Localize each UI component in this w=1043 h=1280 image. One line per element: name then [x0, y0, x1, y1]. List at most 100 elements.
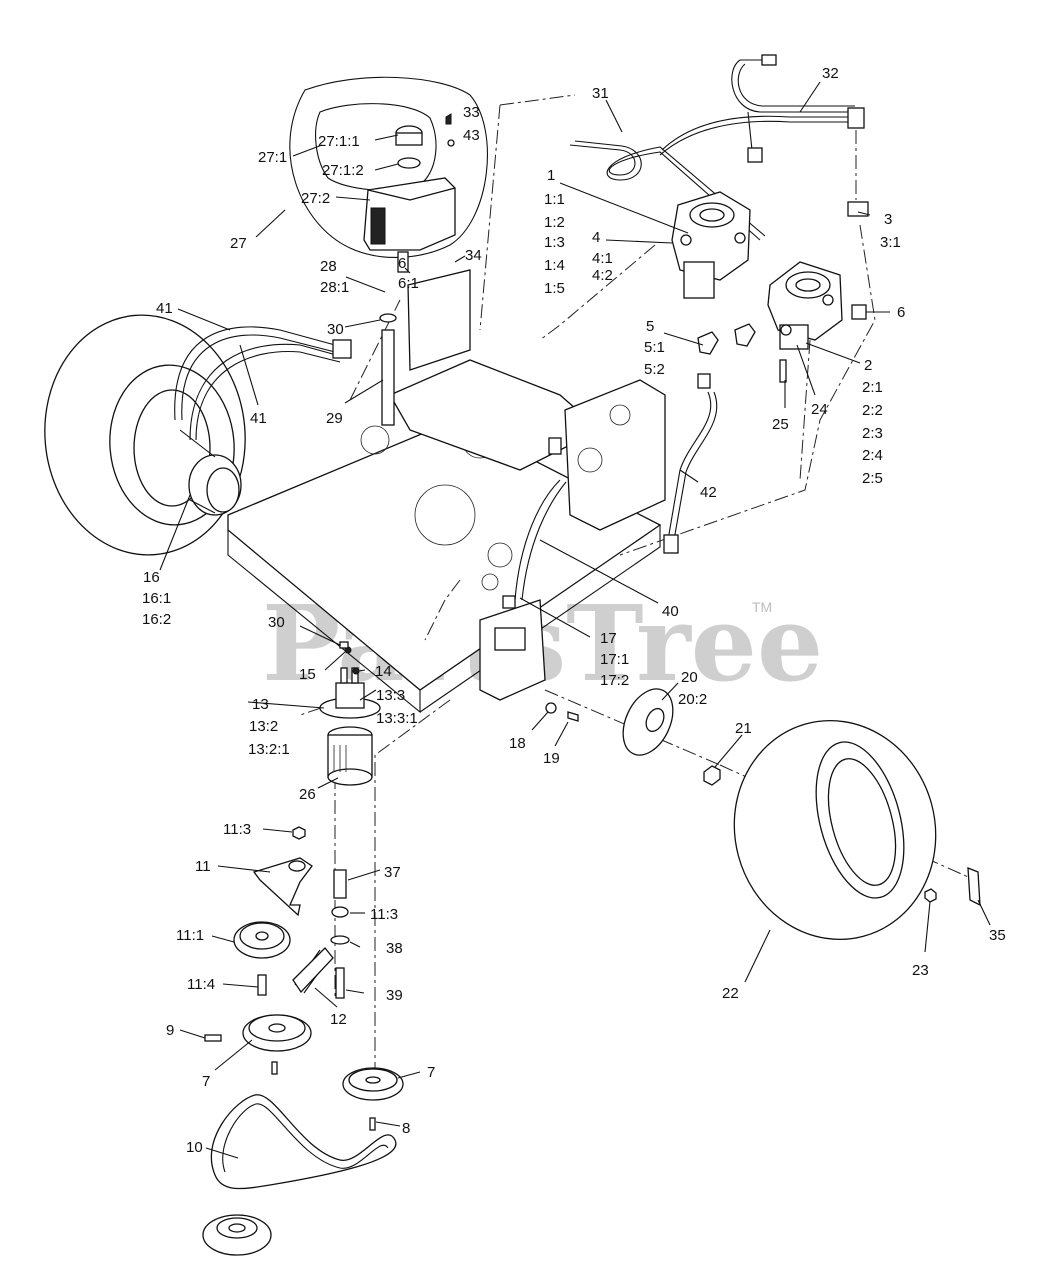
- callout-43: 43: [463, 127, 480, 144]
- callout-11-3-lower: 11:3: [370, 906, 398, 923]
- callout-1-1: 1:1: [544, 191, 565, 208]
- callout-13-3: 13:3: [376, 687, 405, 704]
- hydraulic-pump-right: [767, 261, 867, 383]
- callout-41-upper: 41: [156, 300, 173, 317]
- callout-19: 19: [543, 750, 560, 767]
- callout-4: 4: [592, 229, 600, 246]
- callout-25: 25: [772, 416, 789, 433]
- hydraulic-hoses-top: [569, 54, 869, 241]
- callout-37: 37: [384, 864, 401, 881]
- wheel-hub: [545, 688, 721, 786]
- callout-4-2: 4:2: [592, 267, 613, 284]
- callout-11-1: 11:1: [176, 927, 204, 944]
- callout-30-lower: 30: [268, 614, 285, 631]
- callout-13: 13: [252, 696, 269, 713]
- callout-8: 8: [402, 1120, 410, 1137]
- filter-base: [319, 641, 381, 719]
- callout-17: 17: [600, 630, 617, 647]
- callout-5-1: 5:1: [644, 339, 665, 356]
- callout-17-2: 17:2: [600, 672, 629, 689]
- callout-28: 28: [320, 258, 337, 275]
- idler-pulley: [233, 921, 291, 996]
- callout-20: 20: [681, 669, 698, 686]
- extension-spring: [292, 947, 334, 994]
- callout-12: 12: [330, 1011, 347, 1028]
- hydraulic-pump-left: [671, 191, 751, 299]
- spacer-stack: [330, 869, 350, 999]
- callout-14: 14: [375, 663, 392, 680]
- callout-2-1: 2:1: [862, 379, 883, 396]
- callout-1-5: 1:5: [544, 280, 565, 297]
- callout-labels: 33 43 27:1 27:1:1 27:1:2 27:2 27 31 32 1…: [142, 65, 1006, 1156]
- callout-26: 26: [299, 786, 316, 803]
- callout-34: 34: [465, 247, 482, 264]
- callout-20-2: 20:2: [678, 691, 707, 708]
- callout-16-1: 16:1: [142, 590, 171, 607]
- callout-1: 1: [547, 167, 555, 184]
- callout-33: 33: [463, 104, 480, 121]
- callout-13-2-1: 13:2:1: [248, 741, 290, 758]
- callout-3-1: 3:1: [880, 234, 901, 251]
- reservoir-assembly: [289, 76, 488, 273]
- callout-28-1: 28:1: [320, 279, 349, 296]
- callout-2: 2: [864, 357, 872, 374]
- callout-2-3: 2:3: [862, 425, 883, 442]
- callout-13-2: 13:2: [249, 718, 278, 735]
- callout-3: 3: [884, 211, 892, 228]
- callout-27-2: 27:2: [301, 190, 330, 207]
- callout-15: 15: [299, 666, 316, 683]
- right-drive-wheel: [733, 719, 981, 941]
- callout-5: 5: [646, 318, 654, 335]
- callout-1-3: 1:3: [544, 234, 565, 251]
- callout-11-3-upper: 11:3: [223, 821, 251, 838]
- callout-32: 32: [822, 65, 839, 82]
- callout-16: 16: [143, 569, 160, 586]
- callout-41-lower: 41: [250, 410, 267, 427]
- hydraulic-hoses-41: [174, 313, 397, 441]
- callout-18: 18: [509, 735, 526, 752]
- callout-27-1-2: 27:1:2: [322, 162, 364, 179]
- callout-7-left: 7: [202, 1073, 210, 1090]
- callout-23: 23: [912, 962, 929, 979]
- callout-2-2: 2:2: [862, 402, 883, 419]
- callout-13-3-1: 13:3:1: [376, 710, 418, 727]
- callout-31: 31: [592, 85, 609, 102]
- hydraulic-hoses-40-42: [502, 391, 718, 609]
- callout-39: 39: [386, 987, 403, 1004]
- callout-35: 35: [989, 927, 1006, 944]
- oil-filter: [327, 726, 373, 786]
- lower-pulley: [202, 1214, 272, 1256]
- callout-27-1-1: 27:1:1: [318, 133, 360, 150]
- callout-7-right: 7: [427, 1064, 435, 1081]
- callout-9: 9: [166, 1022, 174, 1039]
- callout-17-1: 17:1: [600, 651, 629, 668]
- callout-10: 10: [186, 1139, 203, 1156]
- callout-4-1: 4:1: [592, 250, 613, 267]
- callout-42: 42: [700, 484, 717, 501]
- callout-21: 21: [735, 720, 752, 737]
- leader-lines: [159, 81, 991, 1159]
- callout-24: 24: [811, 401, 828, 418]
- callout-5-2: 5:2: [644, 361, 665, 378]
- callout-6-right: 6: [897, 304, 905, 321]
- drive-pulleys: [204, 1014, 404, 1131]
- callout-38: 38: [386, 940, 403, 957]
- callout-6-1: 6:1: [398, 275, 419, 292]
- callout-16-2: 16:2: [142, 611, 171, 628]
- drive-belt: [210, 1094, 397, 1190]
- callout-2-5: 2:5: [862, 470, 883, 487]
- callout-27: 27: [230, 235, 247, 252]
- watermark-trademark: TM: [752, 599, 772, 615]
- fitting-5: [697, 323, 756, 389]
- left-drive-wheel: [44, 314, 246, 556]
- callout-27-1: 27:1: [258, 149, 287, 166]
- callout-1-2: 1:2: [544, 214, 565, 231]
- callout-30-upper: 30: [327, 321, 344, 338]
- callout-1-4: 1:4: [544, 257, 565, 274]
- callout-29: 29: [326, 410, 343, 427]
- callout-11-4: 11:4: [187, 976, 215, 993]
- callout-22: 22: [722, 985, 739, 1002]
- callout-40: 40: [662, 603, 679, 620]
- callout-2-4: 2:4: [862, 447, 883, 464]
